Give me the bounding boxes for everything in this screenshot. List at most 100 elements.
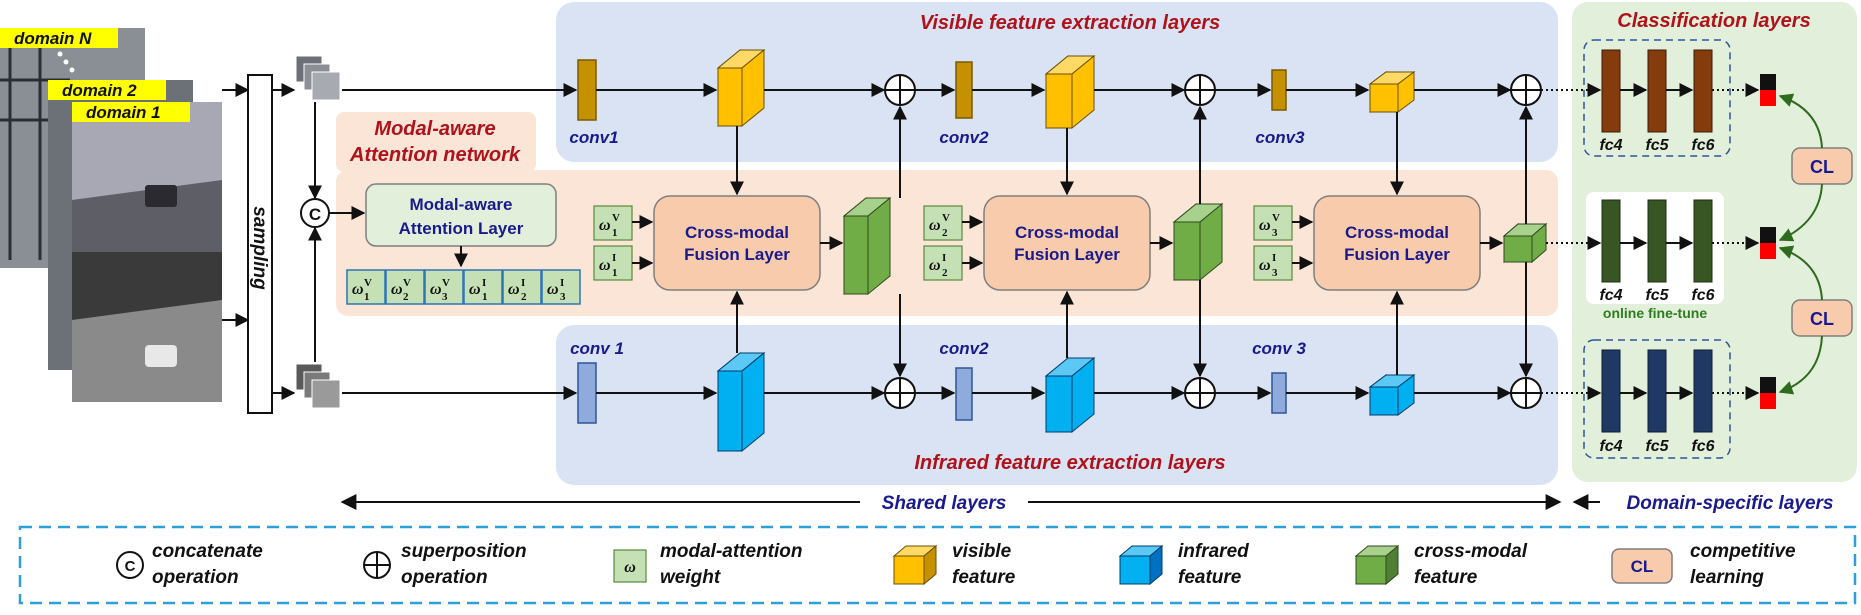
visible-conv3-block (1271, 69, 1287, 111)
svg-text:I: I (482, 277, 486, 289)
fc4-visible (1601, 49, 1621, 133)
svg-text:ω: ω (599, 257, 611, 274)
classification-title: Classification layers (1617, 10, 1810, 32)
domain-2-label: domain 2 (62, 81, 137, 100)
infrared-conv1-label: conv 1 (570, 339, 624, 358)
fc-group-visible (1583, 39, 1731, 157)
domain-2-tag (48, 80, 166, 100)
car-visible (145, 185, 177, 207)
domain-1-tag (72, 102, 190, 122)
sampled-infrared-patches (295, 363, 341, 409)
cross-modal-feature-1 (842, 196, 892, 296)
visible-feature-2 (1044, 54, 1096, 130)
visible-feature-3 (1368, 71, 1416, 113)
legend-box (18, 525, 1857, 605)
infrared-conv3-label: conv 3 (1252, 339, 1306, 358)
svg-text:C: C (125, 558, 136, 575)
legend-competitive-line2: learning (1690, 567, 1764, 588)
fc4-cross-label: fc4 (1599, 287, 1622, 304)
cl-arrow-bottom-up (1778, 245, 1823, 301)
svg-text:I: I (1272, 252, 1276, 264)
infrared-feature-1 (716, 351, 766, 453)
visible-conv2-block (955, 61, 973, 119)
legend-cross-modal-line2: feature (1414, 567, 1478, 588)
cl-label-top: CL (1810, 157, 1834, 177)
legend-cross-modal-feature: cross-modal feature (1354, 541, 1528, 588)
svg-text:V: V (403, 277, 411, 289)
fc5-infrared-label: fc5 (1645, 438, 1669, 455)
concat-symbol: C (309, 205, 321, 224)
domain-n-label: domain N (14, 29, 92, 48)
infrared-title: Infrared feature extraction layers (914, 452, 1225, 474)
visible-conv3-label: conv3 (1255, 128, 1305, 147)
attention-band (336, 170, 1558, 316)
svg-text:ω: ω (929, 217, 941, 234)
legend-modal-weight-line2: weight (660, 567, 721, 588)
sampling-label: sampling (249, 206, 270, 290)
legend-visible-line1: visible (952, 541, 1012, 562)
legend-superposition: superposition operation (363, 541, 527, 588)
building-windows (0, 40, 70, 260)
svg-text:ω: ω (1259, 217, 1271, 234)
svg-text:I: I (560, 277, 564, 289)
car-infrared (145, 345, 177, 367)
infrared-conv1-block (577, 362, 597, 424)
svg-text:I: I (612, 252, 616, 264)
legend-infrared-feature: infrared feature (1118, 541, 1249, 588)
fc6-infrared-label: fc6 (1691, 438, 1714, 455)
output-infrared-top (1760, 377, 1776, 393)
svg-text:ω: ω (469, 281, 481, 298)
fusion-layer-1-line2: Fusion Layer (684, 245, 790, 264)
svg-text:3: 3 (1272, 267, 1278, 279)
online-finetune-label: online fine-tune (1603, 305, 1707, 321)
domain-n-tag (0, 28, 118, 48)
infrared-conv2-block (955, 367, 973, 421)
legend-modal-weight-line1: modal-attention (660, 541, 803, 562)
svg-text:ω: ω (929, 257, 941, 274)
fusion-layer-2 (983, 195, 1151, 291)
legend-superposition-line2: operation (401, 567, 488, 588)
legend-infrared-line1: infrared (1178, 541, 1249, 562)
fc4-visible-label: fc4 (1599, 137, 1622, 154)
cl-legend-icon (1611, 548, 1673, 584)
legend-concat-line2: operation (152, 567, 239, 588)
infrared-cube-icon (1118, 544, 1164, 586)
fc6-cross (1693, 199, 1713, 283)
fusion-layer-3-line1: Cross-modal (1345, 223, 1449, 242)
domain-1-label: domain 1 (86, 103, 161, 122)
svg-text:2: 2 (942, 227, 948, 239)
svg-text:V: V (1272, 212, 1280, 224)
legend-concat-line1: concatenate (152, 541, 263, 562)
fusion-layer-3-line2: Fusion Layer (1344, 245, 1450, 264)
svg-text:ω: ω (391, 281, 403, 298)
visible-title: Visible feature extraction layers (920, 12, 1221, 34)
domain-specific-label: Domain-specific layers (1627, 493, 1834, 514)
svg-text:I: I (942, 252, 946, 264)
visible-conv2-label: conv2 (939, 128, 989, 147)
cl-label-bottom: CL (1810, 309, 1834, 329)
attention-title-2: Attention network (349, 144, 521, 166)
infrared-feature-3 (1368, 374, 1416, 416)
visible-feature-1 (716, 48, 766, 128)
output-cross-top (1760, 227, 1776, 243)
svg-text:2: 2 (403, 291, 409, 303)
svg-text:I: I (521, 277, 525, 289)
attention-layer-line2: Attention Layer (399, 219, 524, 238)
attention-layer-line1: Modal-aware (410, 195, 513, 214)
legend-competitive-learning: CL competitive learning (1611, 541, 1796, 588)
legend-cross-modal-line1: cross-modal (1414, 541, 1528, 562)
legend-modal-weight: ω modal-attention weight (613, 541, 803, 588)
sampling-bar (247, 74, 273, 414)
sampled-visible-patches (295, 55, 341, 101)
cl-arrow-top-down (1778, 183, 1823, 242)
infrared-feature-2 (1044, 356, 1096, 434)
cl-arrow-bottom-down (1778, 335, 1823, 395)
input-image-stack: domain N domain 2 domain 1 (0, 28, 222, 402)
